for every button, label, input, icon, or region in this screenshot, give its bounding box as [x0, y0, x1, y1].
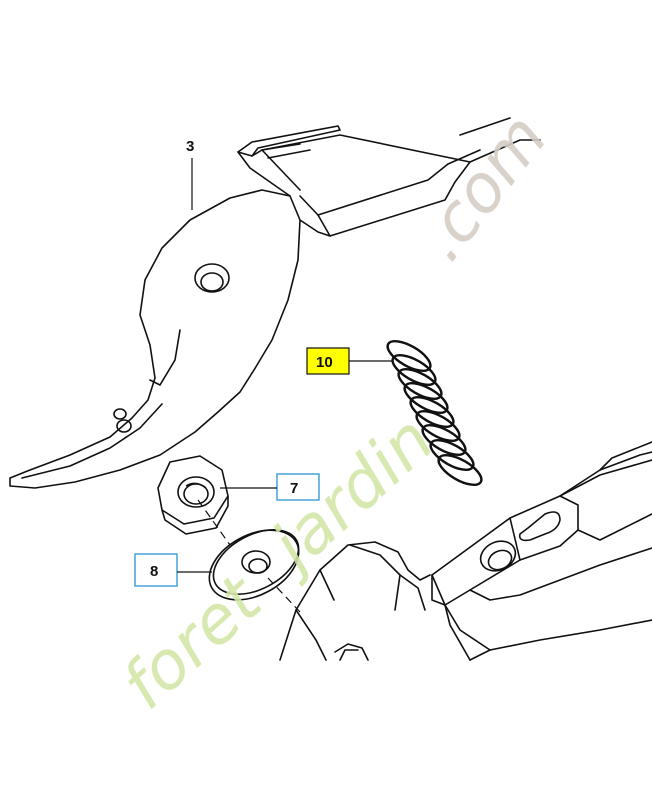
callout-8-label: 8	[150, 563, 158, 580]
callout-10: 10	[306, 347, 392, 375]
callout-8-box	[134, 553, 178, 587]
washer-part	[208, 529, 300, 601]
callout-8: 8	[134, 553, 212, 587]
callout-3: 3	[186, 138, 194, 210]
callout-7-box	[276, 473, 320, 501]
callout-7: 7	[220, 473, 320, 501]
callout-10-label: 10	[316, 354, 333, 371]
spring-part	[386, 340, 483, 486]
assembly-axis-line	[197, 499, 301, 613]
lower-handle-part	[279, 441, 652, 661]
watermark-part-c: .com	[402, 100, 562, 275]
site-watermark: foret jardin .com	[107, 100, 562, 724]
callout-3-label: 3	[186, 138, 194, 155]
blade-part	[9, 117, 541, 489]
callout-7-label: 7	[290, 480, 298, 497]
nut-part	[157, 455, 229, 535]
watermark-part-a: foret	[107, 560, 277, 724]
